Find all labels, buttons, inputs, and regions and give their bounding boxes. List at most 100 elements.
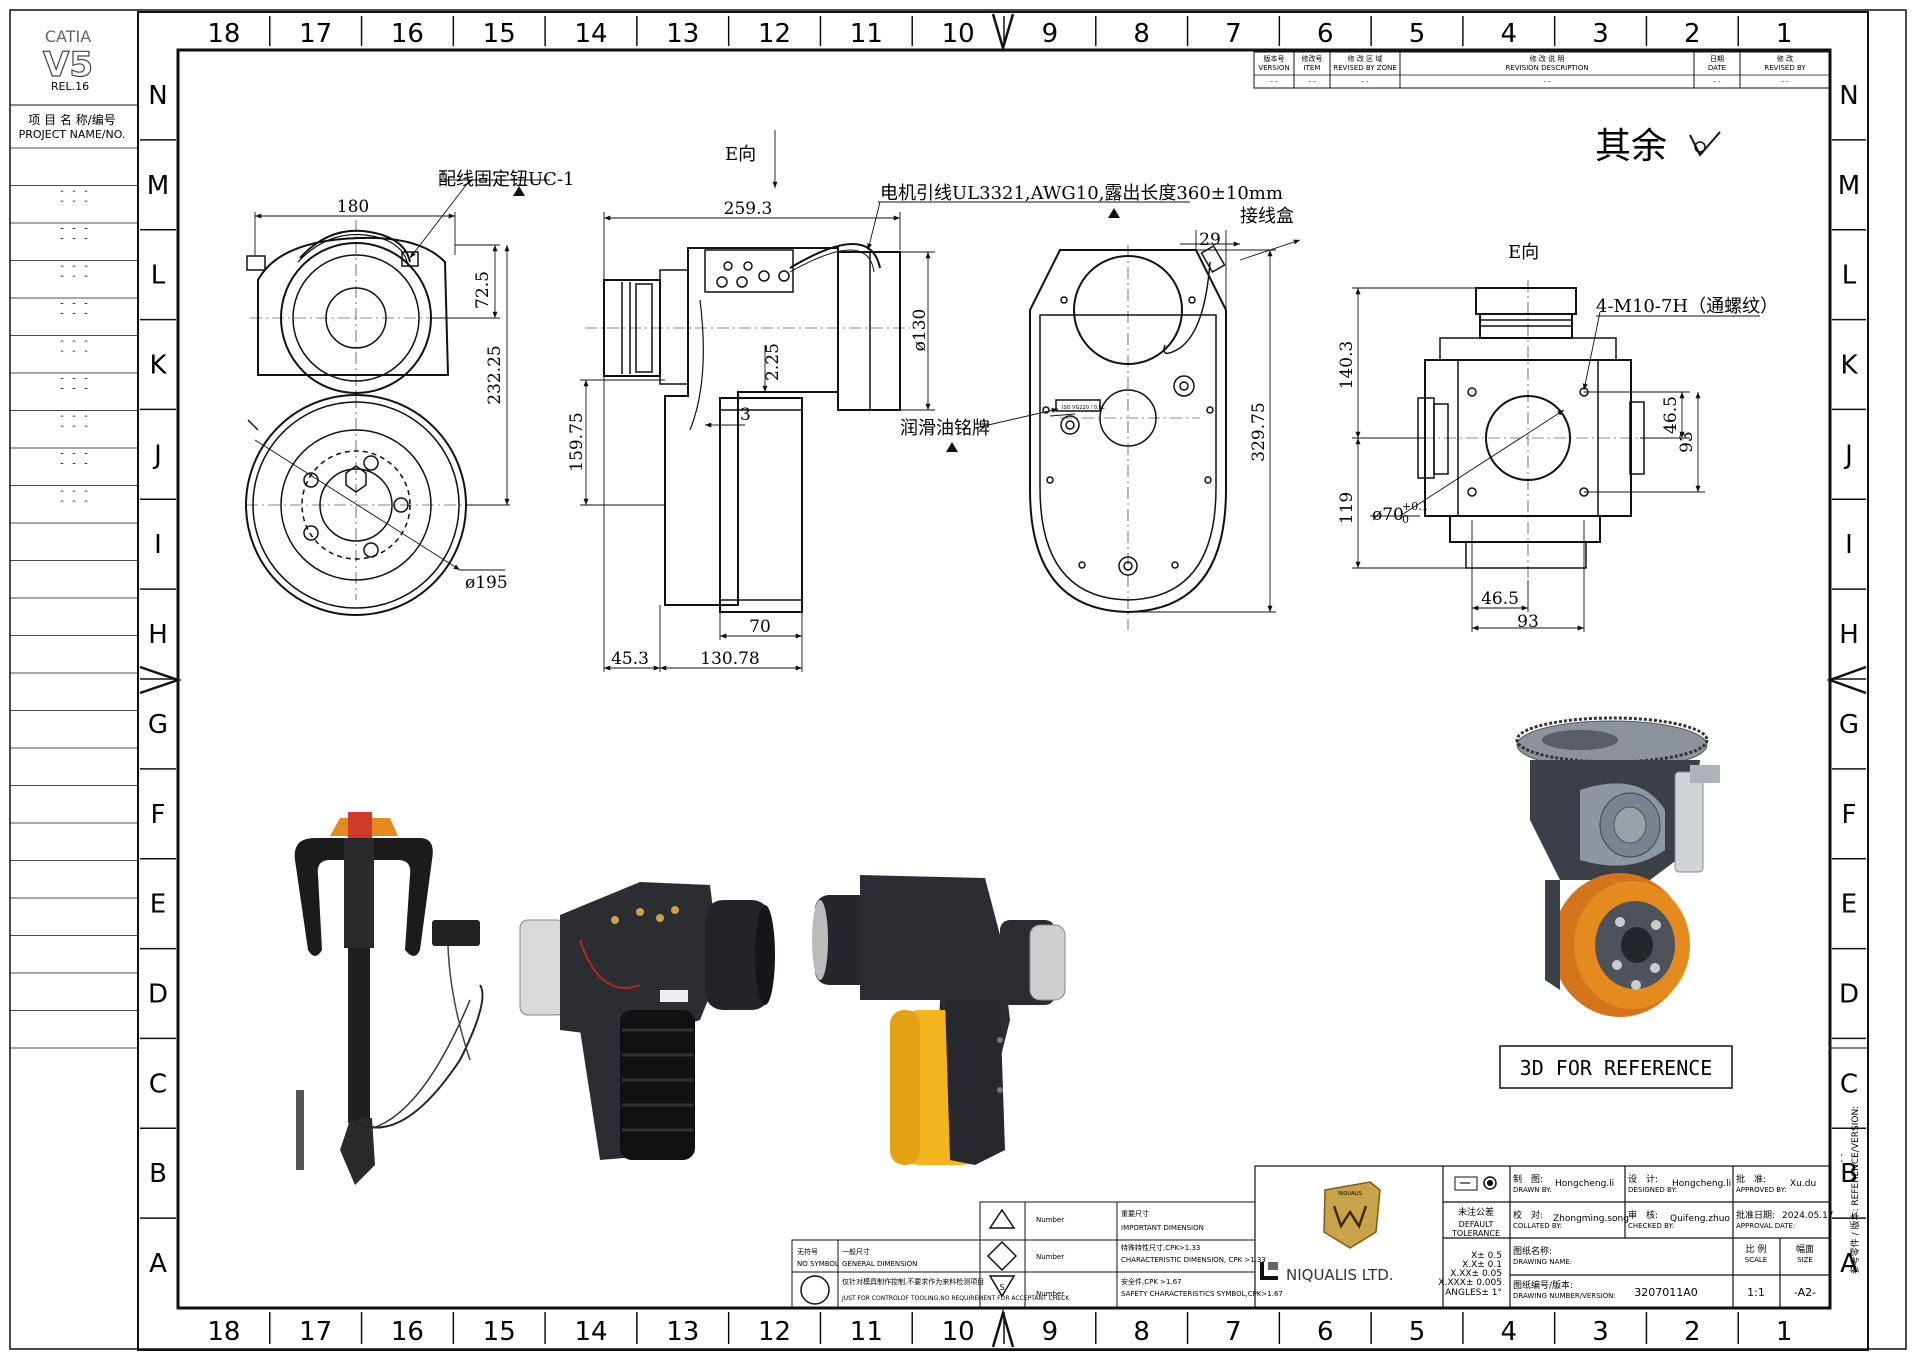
rev-zone-en: REVISED BY ZONE (1333, 64, 1397, 72)
size-value: -A2- (1794, 1286, 1816, 1299)
tolerance-block: 未注公差 DEFAULT TOLERANCE X± 0.5 X.X± 0.1 X… (1438, 1206, 1502, 1298)
grid-col-bottom-14: 14 (574, 1317, 607, 1347)
front-view-wheel (245, 220, 470, 616)
grid-row-right-C: C (1840, 1069, 1858, 1099)
sym-no-symbol-en: NO SYMBOL (797, 1260, 839, 1268)
approved-by-en: APPROVED BY: (1736, 1186, 1786, 1194)
dim-259-3: 259.3 (724, 199, 773, 219)
grid-row-left-C: C (149, 1069, 167, 1099)
checked-by-en: CHECKED BY: (1628, 1222, 1674, 1230)
grid-row-left-B: B (149, 1159, 167, 1189)
dim-70-tol-up: +0.1 (1402, 500, 1429, 513)
grid-col-bottom-10: 10 (942, 1317, 975, 1347)
grid-col-top-14: 14 (574, 19, 607, 49)
sym-tooling-cn: 仅针对模具制作控制,不要求作为来料检测项目 (842, 1277, 984, 1286)
sym-no-symbol-cn: 无符号 (797, 1247, 818, 1256)
sym-tooling-en: JUST FOR CONTROLOF TOOLING,NO REQUIREMEN… (841, 1295, 1070, 1302)
rev-desc-value: - - (1543, 78, 1551, 86)
rev-desc-en: REVISION DESCRIPTION (1506, 64, 1589, 72)
e-direction-view (1400, 280, 1660, 580)
grid-col-bottom-17: 17 (299, 1317, 332, 1347)
rear-view-dims (1049, 230, 1301, 613)
surface-finish-text: 其余 (1595, 126, 1667, 167)
safety-s-symbol: S (999, 1283, 1004, 1292)
size-cn: 幅面 (1796, 1243, 1814, 1255)
center-mark-left (139, 665, 182, 695)
grid-col-bottom-8: 8 (1133, 1317, 1150, 1347)
dim-3: 3 (740, 405, 751, 425)
size-en: SIZE (1797, 1256, 1813, 1264)
grid-row-left-L: L (151, 261, 166, 291)
rev-zone-cn: 修 改 区 域 (1348, 54, 1383, 63)
company-name: NIQUALIS LTD. (1286, 1266, 1394, 1284)
dim-70-tol-down: 0 (1402, 513, 1409, 526)
grid-col-bottom-6: 6 (1317, 1317, 1334, 1347)
dim-180: 180 (337, 197, 369, 217)
rev-version-en: VERSION (1258, 64, 1289, 72)
dim-130: ø130 (910, 309, 930, 352)
rev-item-en: ITEM (1304, 64, 1321, 72)
grid-row-right-D: D (1839, 980, 1859, 1010)
grid-col-top-10: 10 (942, 19, 975, 49)
side-view-dims (580, 130, 1190, 672)
motor-lead-triangle (1108, 208, 1120, 218)
left-row-7-line-1: - - - (59, 411, 89, 422)
title-block-fields: 制 图: DRAWN BY: Hongcheng.li 设 计: DESIGNE… (1513, 1173, 1834, 1300)
rev-by-cn: 修 改 (1777, 54, 1793, 63)
surface-finish-symbol (1689, 131, 1721, 157)
scale-en: SCALE (1745, 1256, 1767, 1264)
drive-unit-yellow-wheel-photo (812, 875, 1066, 1165)
grid-row-left-J: J (152, 440, 162, 470)
center-mark-right (1826, 665, 1867, 695)
sym-general-en: GENERAL DIMENSION (842, 1260, 917, 1268)
e-direction-label-2: E向 (1508, 242, 1539, 263)
sym-important-en: IMPORTANT DIMENSION (1121, 1224, 1204, 1232)
left-row-7-line-2: - - - (59, 421, 89, 432)
grid-col-bottom-7: 7 (1225, 1317, 1242, 1347)
drawing-name-cn: 图纸名称: (1513, 1245, 1552, 1257)
wire-fix-triangle (513, 186, 525, 196)
checked-by-value: Quifeng.zhuo (1670, 1214, 1730, 1224)
dim-140-3: 140.3 (1337, 341, 1357, 390)
grid-row-right-M: M (1838, 171, 1860, 201)
grid-row-right-N: N (1839, 81, 1858, 111)
grid-row-left-H: H (148, 620, 168, 650)
grid-col-bottom-9: 9 (1042, 1317, 1059, 1347)
approved-by-cn: 批 准: (1736, 1173, 1766, 1185)
dim-29: 29 (1199, 230, 1221, 250)
approval-date-value: 2024.05.17 (1782, 1211, 1834, 1221)
grid-col-top-13: 13 (666, 19, 699, 49)
dim-2-25: 2.25 (763, 343, 783, 381)
rev-zone-value: - - (1361, 78, 1369, 86)
dim-45-3: 45.3 (611, 649, 649, 669)
grid-row-left-D: D (148, 980, 168, 1010)
grid-col-bottom-12: 12 (758, 1317, 791, 1347)
grid-col-bottom-15: 15 (483, 1317, 516, 1347)
logo-mark-text: NIQUALIS (1338, 1191, 1362, 1197)
sym-number-3: Number (1036, 1290, 1064, 1298)
drive-unit-3d-render (1515, 716, 1720, 1017)
company-logo: NIQUALIS NIQUALIS LTD. (1260, 1181, 1394, 1284)
dim-72-5: 72.5 (473, 271, 493, 309)
grid-row-right-B: B (1840, 1159, 1858, 1189)
grid-col-bottom-13: 13 (666, 1317, 699, 1347)
grid-col-top-15: 15 (483, 19, 516, 49)
approved-by-value: Xu.du (1790, 1179, 1816, 1189)
grid-col-bottom-4: 4 (1501, 1317, 1518, 1347)
grid-col-top-7: 7 (1225, 19, 1242, 49)
left-row-1-line-1: - - - (59, 186, 89, 197)
sym-number-2: Number (1036, 1253, 1064, 1261)
rev-by-value: - - (1781, 78, 1789, 86)
grid-row-right-L: L (1842, 261, 1857, 291)
left-row-6-line-1: - - - (59, 374, 89, 385)
tolerance-cn: 未注公差 (1458, 1206, 1494, 1218)
center-mark-top (991, 13, 1015, 53)
sym-number-1: Number (1036, 1216, 1064, 1224)
dim-46-5-vertical: 46.5 (1661, 396, 1681, 434)
oil-plate-triangle (946, 442, 958, 452)
drawing-number-value: 3207011A0 (1634, 1286, 1698, 1299)
rev-desc-cn: 修 改 说 明 (1530, 54, 1565, 63)
tiller-handle-photo (294, 812, 484, 1185)
grid-col-bottom-5: 5 (1409, 1317, 1426, 1347)
grid-row-left-N: N (148, 81, 167, 111)
